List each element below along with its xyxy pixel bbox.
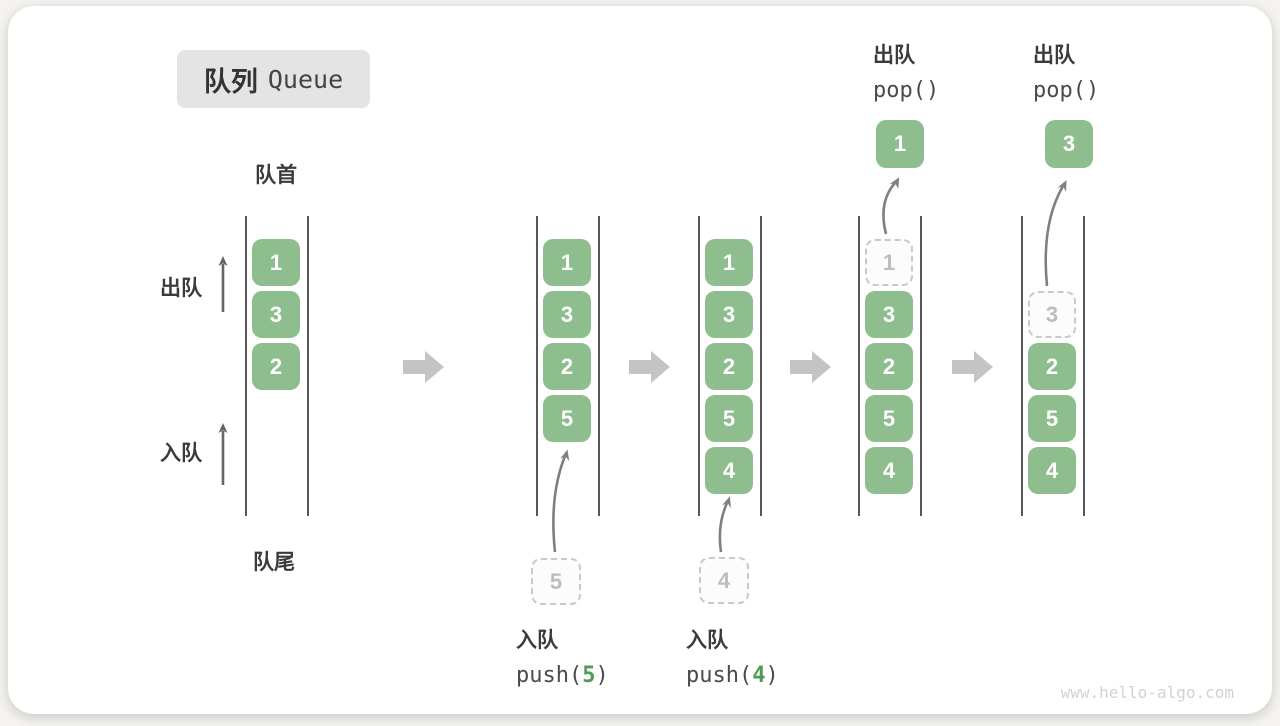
- queue-element-1: 1: [252, 239, 300, 286]
- push-label-1-zh: 入队: [516, 629, 558, 652]
- push-label-1-code: push(5): [516, 663, 609, 688]
- queue-element-1: 1: [705, 239, 753, 286]
- queue-element-4: 4: [705, 447, 753, 494]
- step-arrow-icon: [790, 351, 831, 383]
- step-arrow-icon: [952, 351, 993, 383]
- pop-label-1-code: pop(): [873, 78, 940, 103]
- queue-element-2: 2: [252, 343, 300, 390]
- incoming-element-5: 5: [531, 558, 581, 605]
- pop-label-2: 出队 pop(): [1033, 39, 1099, 103]
- queue-wall-line: [245, 216, 247, 516]
- pop-label-2-zh: 出队: [1033, 44, 1075, 67]
- push-label-2-zh: 入队: [686, 629, 728, 652]
- queue-element-2: 2: [865, 343, 913, 390]
- queue-wall-line: [698, 216, 700, 516]
- watermark: www.hello-algo.com: [1060, 683, 1234, 702]
- push-label-1: 入队 push(5): [516, 624, 609, 688]
- pop-3-arrow-icon: [1044, 180, 1067, 287]
- enqueue-arrow-icon: [218, 423, 228, 485]
- push-arg-2: 4: [752, 663, 766, 688]
- queue-element-3: 3: [705, 291, 753, 338]
- title-en: Queue: [267, 64, 344, 94]
- queue-wall-line: [1021, 216, 1023, 516]
- queue-element-2: 2: [705, 343, 753, 390]
- step-arrow-icon: [629, 351, 670, 383]
- push-label-2: 入队 push(4): [686, 624, 779, 688]
- incoming-element-4: 4: [699, 557, 749, 604]
- queue-wall-line: [920, 216, 922, 516]
- pop-1-arrow-icon: [882, 177, 900, 235]
- queue-element-1: 1: [543, 239, 591, 286]
- pop-label-2-code: pop(): [1033, 78, 1100, 103]
- pop-label-1-zh: 出队: [873, 44, 915, 67]
- queue-wall-line: [598, 216, 600, 516]
- push-5-arrow-icon: [552, 449, 570, 553]
- step-arrow-icon: [403, 351, 444, 383]
- title-zh: 队列: [203, 66, 258, 97]
- title-badge: 队列 Queue: [177, 50, 370, 108]
- queue-element-5: 5: [865, 395, 913, 442]
- queue-element-5: 5: [705, 395, 753, 442]
- queue-element-3: 3: [865, 291, 913, 338]
- queue-element-3: 3: [543, 291, 591, 338]
- queue-element-4: 4: [1028, 447, 1076, 494]
- queue-element-2: 2: [1028, 343, 1076, 390]
- label-dequeue: 出队: [160, 277, 202, 300]
- pop-label-1: 出队 pop(): [873, 39, 939, 103]
- label-queue-rear: 队尾: [253, 551, 295, 574]
- queue-element-2: 2: [543, 343, 591, 390]
- dequeue-arrow-icon: [218, 256, 228, 312]
- queue-element-3: 3: [252, 291, 300, 338]
- queue-element-5: 5: [1028, 395, 1076, 442]
- queue-wall-line: [307, 216, 309, 516]
- label-enqueue: 入队: [160, 442, 202, 465]
- diagram-card: 队列 Queue 队首 队尾 出队 入队 出队 pop() 出队 pop() 入…: [8, 6, 1272, 714]
- popped-element-3: 3: [1045, 120, 1093, 168]
- queue-element-4: 4: [865, 447, 913, 494]
- popped-element-1: 1: [876, 120, 924, 168]
- queue-wall-line: [536, 216, 538, 516]
- push-label-2-code: push(4): [686, 663, 779, 688]
- queue-wall-line: [858, 216, 860, 516]
- push-4-arrow-icon: [718, 496, 731, 553]
- queue-element-removed-1: 1: [865, 239, 913, 286]
- queue-wall-line: [760, 216, 762, 516]
- queue-wall-line: [1083, 216, 1085, 516]
- push-arg-1: 5: [582, 663, 596, 688]
- queue-element-removed-3: 3: [1028, 291, 1076, 338]
- queue-element-5: 5: [543, 395, 591, 442]
- label-queue-front: 队首: [255, 164, 297, 187]
